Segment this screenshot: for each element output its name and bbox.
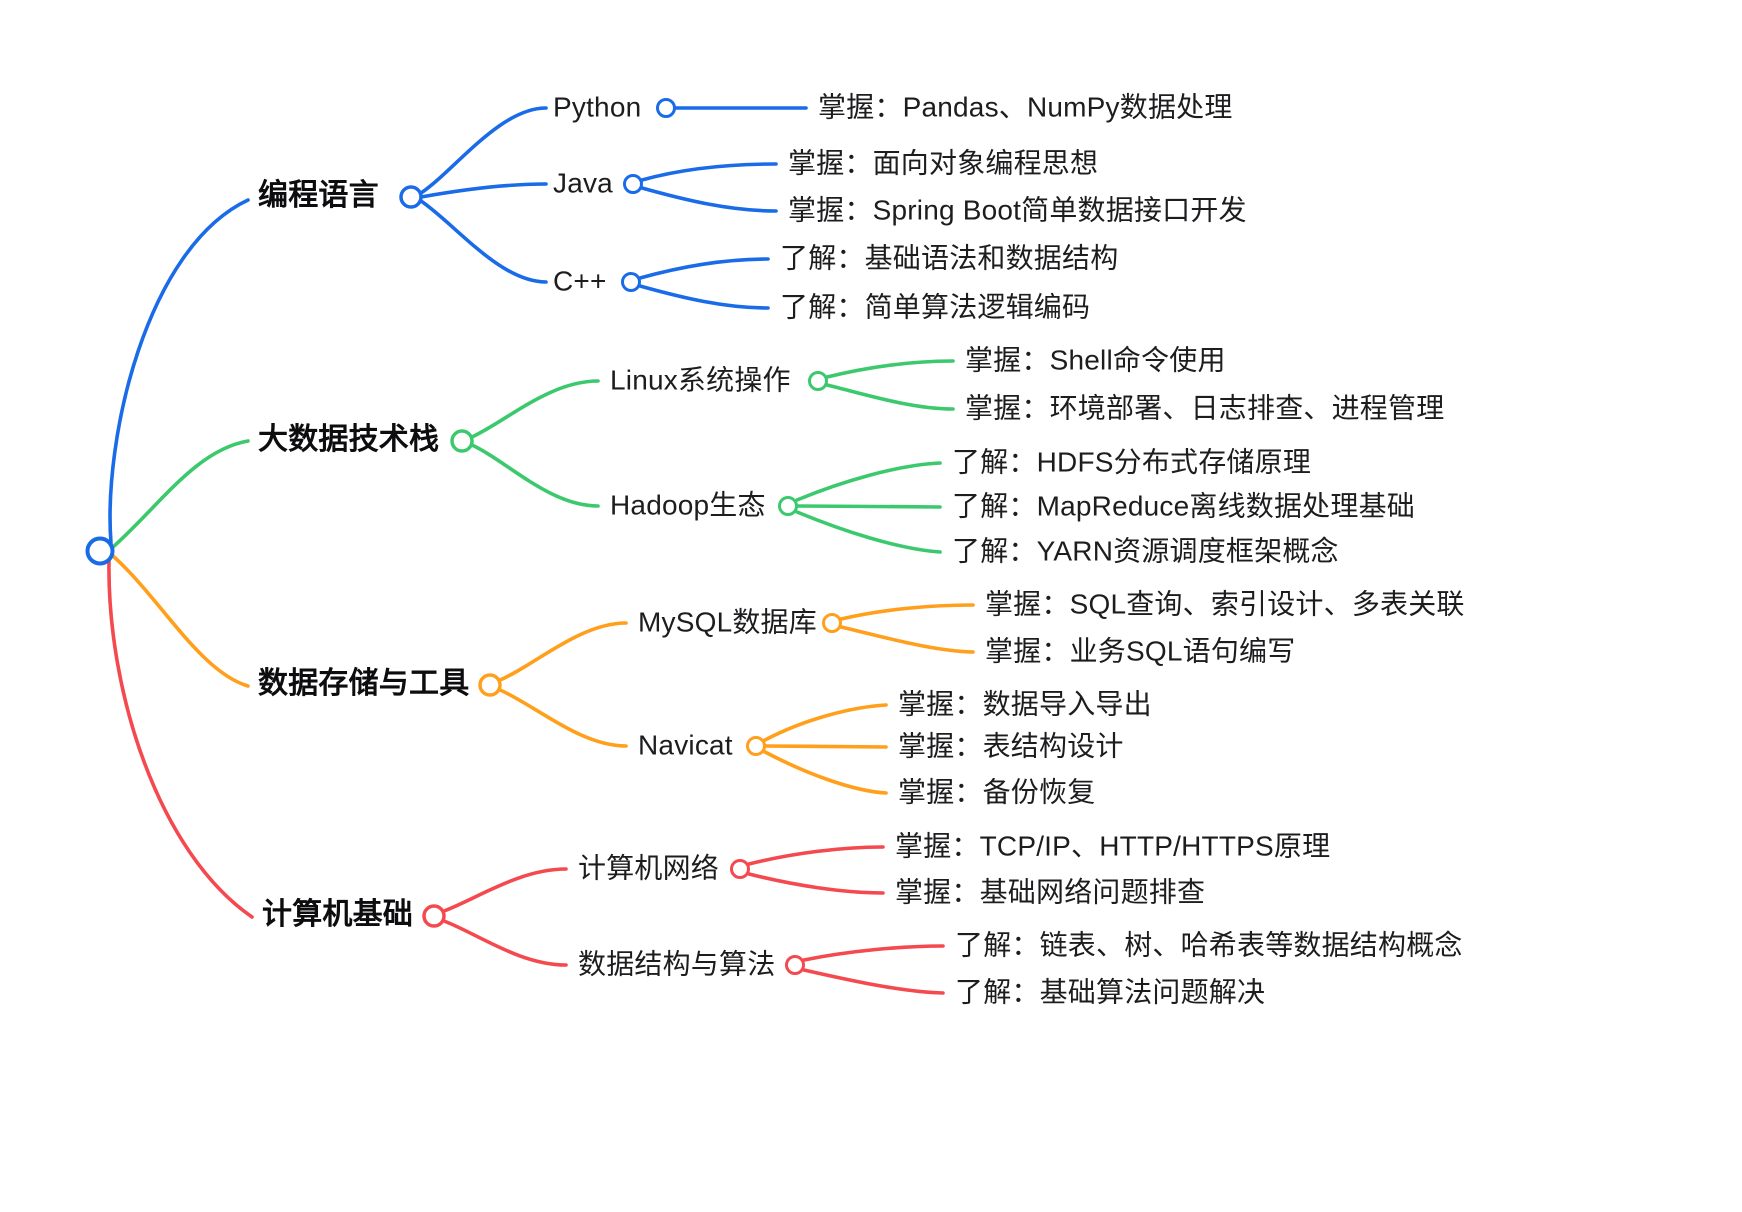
edge-java-leaf2	[640, 186, 778, 213]
handle-storage-circle[interactable]	[478, 673, 502, 697]
handle-hadoop-circle[interactable]	[778, 496, 798, 516]
edge-hadoop-leaf1	[795, 461, 942, 502]
handle-fundamentals-circle[interactable]	[422, 904, 446, 928]
topic-programming-languages[interactable]: 编程语言	[258, 179, 379, 213]
leaf-oop-thinking[interactable]: 掌握：面向对象编程思想	[788, 147, 1099, 179]
edge-hadoop-leaf3	[795, 510, 942, 554]
node-python[interactable]: Python	[553, 91, 642, 123]
edge-linux-leaf2	[825, 383, 955, 411]
handle-mysql-circle[interactable]	[822, 613, 842, 633]
edge-mysql-leaf2	[839, 625, 975, 654]
edge-navicat-leaf3	[763, 750, 888, 795]
handle-navicat-circle[interactable]	[746, 736, 766, 756]
leaf-yarn[interactable]: 了解：YARN资源调度框架概念	[952, 535, 1339, 567]
node-hadoop-ecosystem[interactable]: Hadoop生态	[610, 489, 766, 521]
edge-network-leaf2	[747, 872, 885, 895]
leaf-business-sql[interactable]: 掌握：业务SQL语句编写	[985, 635, 1296, 667]
node-navicat[interactable]: Navicat	[638, 729, 733, 761]
edge-ds-leaf2	[802, 968, 945, 995]
edge-programming-java	[419, 182, 548, 199]
leaf-spring-boot[interactable]: 掌握：Spring Boot简单数据接口开发	[788, 194, 1247, 226]
handle-programming-circle[interactable]	[399, 185, 423, 209]
edge-bigdata-hadoop	[470, 443, 600, 508]
edge-network-leaf1	[747, 845, 885, 866]
topic-bigdata-stack[interactable]: 大数据技术栈	[258, 423, 440, 457]
node-linux-ops[interactable]: Linux系统操作	[610, 364, 791, 396]
leaf-data-import-export[interactable]: 掌握：数据导入导出	[898, 688, 1152, 720]
edge-storage-navicat	[498, 688, 628, 748]
node-data-structures-algorithms[interactable]: 数据结构与算法	[578, 948, 776, 980]
handle-network-circle[interactable]	[730, 859, 750, 879]
node-java[interactable]: Java	[553, 167, 613, 199]
topic-computer-fundamentals[interactable]: 计算机基础	[262, 898, 413, 932]
leaf-hdfs[interactable]: 了解：HDFS分布式存储原理	[952, 446, 1312, 478]
edge-fundamentals-ds	[442, 919, 568, 967]
edge-cpp-leaf1	[638, 257, 770, 280]
edge-bigdata-linux	[470, 379, 600, 439]
edge-linux-leaf1	[825, 359, 955, 379]
edge-programming-cpp	[419, 199, 548, 284]
leaf-backup-restore[interactable]: 掌握：备份恢复	[898, 776, 1096, 808]
node-mysql-database[interactable]: MySQL数据库	[638, 606, 817, 638]
leaf-cpp-algorithm[interactable]: 了解：简单算法逻辑编码	[780, 291, 1091, 323]
edge-programming-python	[419, 106, 548, 195]
leaf-table-design[interactable]: 掌握：表结构设计	[898, 730, 1124, 762]
leaf-shell-commands[interactable]: 掌握：Shell命令使用	[965, 344, 1226, 376]
leaf-network-troubleshoot[interactable]: 掌握：基础网络问题排查	[895, 876, 1206, 908]
edge-mysql-leaf1	[839, 603, 975, 621]
handle-python-circle[interactable]	[656, 98, 676, 118]
leaf-tcpip-http[interactable]: 掌握：TCP/IP、HTTP/HTTPS原理	[895, 830, 1331, 862]
edge-root-storage	[111, 554, 250, 688]
node-cpp[interactable]: C++	[553, 265, 607, 297]
leaf-mapreduce[interactable]: 了解：MapReduce离线数据处理基础	[952, 490, 1415, 522]
leaf-cpp-syntax[interactable]: 了解：基础语法和数据结构	[780, 242, 1119, 274]
leaf-ds-concepts[interactable]: 了解：链表、树、哈希表等数据结构概念	[955, 929, 1463, 961]
handle-bigdata-circle[interactable]	[450, 429, 474, 453]
handle-cpp-circle[interactable]	[621, 272, 641, 292]
root-node-circle[interactable]	[85, 536, 115, 566]
edge-navicat-leaf1	[763, 703, 888, 742]
edge-java-leaf1	[640, 162, 778, 182]
edge-fundamentals-network	[442, 867, 568, 913]
node-computer-network[interactable]: 计算机网络	[578, 852, 720, 884]
leaf-basic-algorithms[interactable]: 了解：基础算法问题解决	[955, 976, 1266, 1008]
handle-java-circle[interactable]	[623, 174, 643, 194]
edge-cpp-leaf2	[638, 284, 770, 310]
edge-navicat-leaf2	[763, 744, 888, 749]
handle-ds-circle[interactable]	[785, 955, 805, 975]
leaf-env-deploy[interactable]: 掌握：环境部署、日志排查、进程管理	[965, 392, 1445, 424]
edge-hadoop-leaf2	[795, 504, 942, 509]
edge-ds-leaf1	[802, 944, 945, 962]
handle-linux-circle[interactable]	[808, 371, 828, 391]
edge-root-bigdata	[111, 439, 250, 549]
edge-root-fundamentals	[107, 559, 254, 919]
edge-storage-mysql	[498, 621, 628, 682]
leaf-pandas-numpy[interactable]: 掌握：Pandas、NumPy数据处理	[818, 91, 1233, 123]
edge-root-programming	[108, 198, 250, 545]
leaf-sql-query[interactable]: 掌握：SQL查询、索引设计、多表关联	[985, 588, 1465, 620]
topic-data-storage-tools[interactable]: 数据存储与工具	[258, 667, 470, 701]
